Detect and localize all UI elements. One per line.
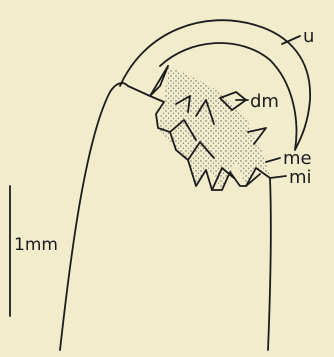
leader-line-me bbox=[266, 158, 280, 162]
label-u: u bbox=[303, 26, 314, 47]
leader-line-mi bbox=[270, 176, 286, 178]
label-me: me bbox=[283, 148, 312, 169]
scale-bar-label: 1mm bbox=[14, 235, 58, 255]
right-body-outline bbox=[268, 178, 271, 350]
label-mi: mi bbox=[289, 167, 312, 188]
label-dm: dm bbox=[250, 91, 279, 112]
main-body-outline bbox=[60, 66, 168, 350]
